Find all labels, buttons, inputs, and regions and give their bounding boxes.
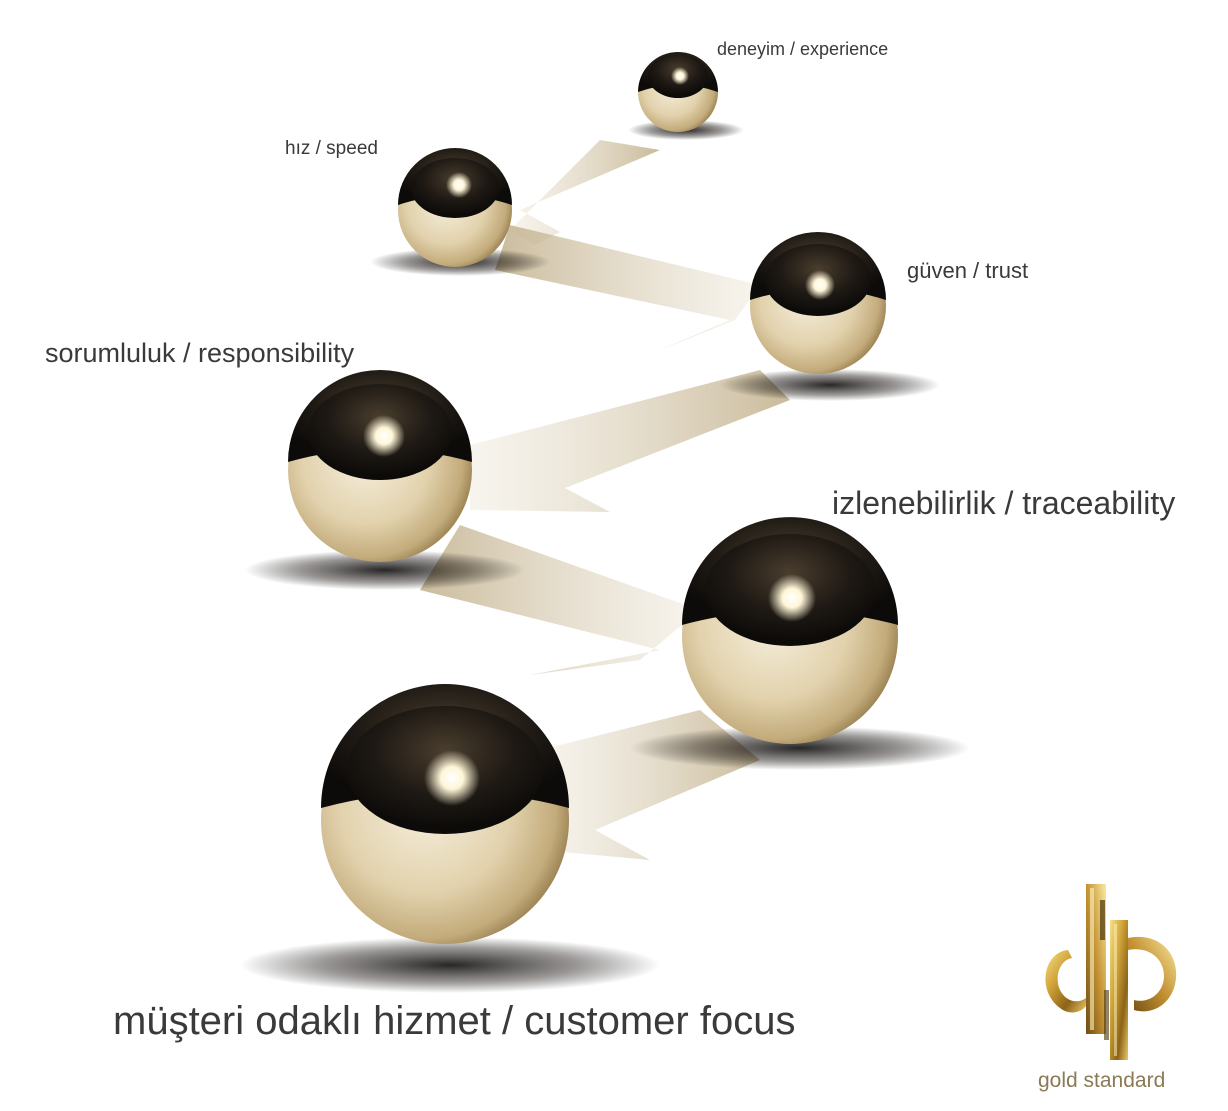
sphere-customer-focus [240, 684, 660, 993]
beam-speed-to-trust [495, 225, 760, 350]
dp-monogram-logo-icon [1045, 884, 1177, 1060]
label-trust: güven / trust [907, 258, 1029, 283]
label-traceability: izlenebilirlik / traceability [832, 485, 1176, 521]
logo-caption: gold standard [1038, 1069, 1166, 1092]
sphere-traceability [630, 517, 970, 770]
sphere-experience [628, 52, 744, 140]
sphere-trust [720, 232, 940, 401]
label-experience: deneyim / experience [717, 39, 889, 59]
label-responsibility: sorumluluk / responsibility [45, 338, 355, 368]
sphere-responsibility [245, 370, 525, 590]
beam-responsibility-to-traceability [420, 525, 700, 675]
label-customer-focus: müşteri odaklı hizmet / customer focus [113, 999, 796, 1043]
label-speed: hız / speed [285, 138, 378, 159]
beam-experience-to-speed [510, 140, 660, 245]
sphere-speed [370, 148, 550, 276]
beam-trust-to-responsibility [470, 370, 790, 512]
